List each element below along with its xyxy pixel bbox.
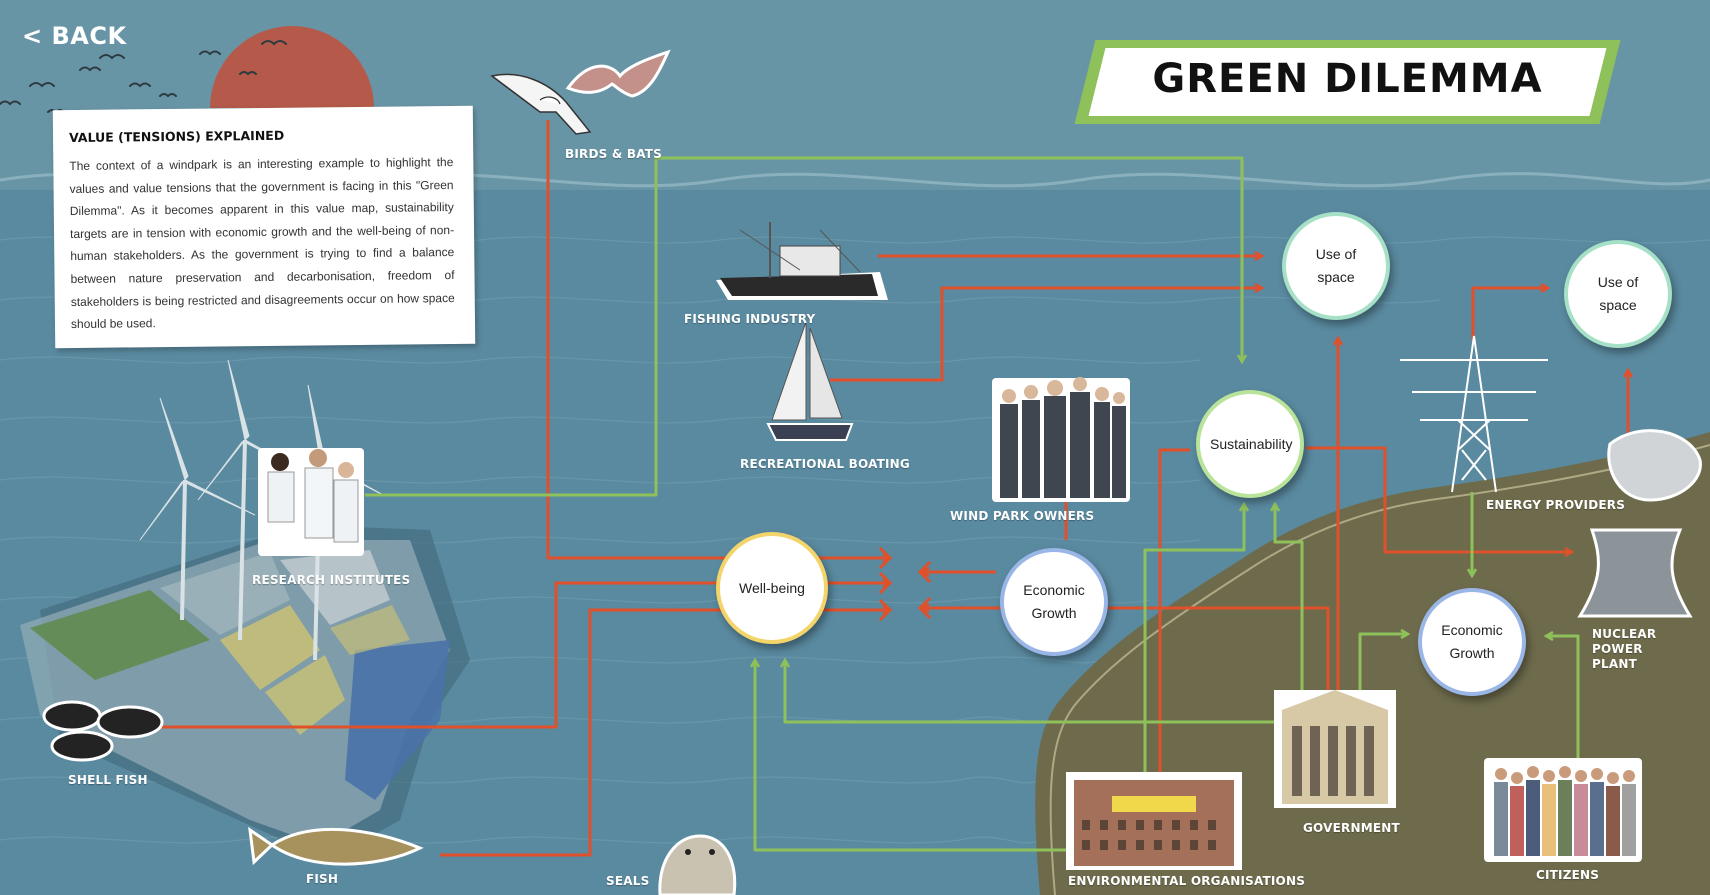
info-heading: VALUE (TENSIONS) EXPLAINED xyxy=(68,127,285,146)
label-research-institutes: RESEARCH INSTITUTES xyxy=(252,573,411,587)
gull-icon xyxy=(490,73,592,135)
label-fish: FISH xyxy=(306,872,339,886)
researchers-icon xyxy=(258,448,364,556)
label-environmental-organisations: ENVIRONMENTAL ORGANISATIONS xyxy=(1068,874,1306,888)
value-node-economic-growth-1[interactable]: Economic Growth xyxy=(1000,548,1108,656)
label-shell-fish: SHELL FISH xyxy=(68,773,148,787)
label-wind-park-owners: WIND PARK OWNERS xyxy=(950,509,1095,523)
seal-icon xyxy=(658,834,737,895)
label-energy-providers: ENERGY PROVIDERS xyxy=(1486,498,1626,512)
fish-icon xyxy=(248,826,424,866)
label-seals: SEALS xyxy=(606,874,650,888)
value-node-well-being[interactable]: Well-being xyxy=(716,532,828,644)
label-nuclear-power-plant: NUCLEAR POWER PLANT xyxy=(1592,627,1657,671)
label-birds-bats: BIRDS & BATS xyxy=(565,147,663,161)
label-government: GOVERNMENT xyxy=(1303,821,1400,835)
shellfish-icon xyxy=(42,700,164,762)
sailboat-icon xyxy=(766,321,854,441)
pylon-icon xyxy=(1400,335,1548,493)
value-node-economic-growth-2[interactable]: Economic Growth xyxy=(1418,588,1526,696)
value-node-use-of-space-1[interactable]: Use of space xyxy=(1282,212,1390,320)
bat-icon xyxy=(565,49,671,98)
citizens-icon xyxy=(1484,758,1642,862)
wind-park-owners-icon xyxy=(992,377,1130,502)
back-button[interactable]: < BACK xyxy=(22,22,127,50)
info-panel: VALUE (TENSIONS) EXPLAINED The context o… xyxy=(52,105,476,349)
info-text: The context of a windpark is an interest… xyxy=(69,155,455,332)
value-node-use-of-space-2[interactable]: Use of space xyxy=(1564,240,1672,348)
government-building-icon xyxy=(1274,690,1396,808)
cooling-tower-icon xyxy=(1577,429,1702,618)
label-recreational-boating: RECREATIONAL BOATING xyxy=(740,457,910,471)
label-fishing-industry: FISHING INDUSTRY xyxy=(684,312,816,326)
environmental-building-icon xyxy=(1066,772,1242,870)
label-citizens: CITIZENS xyxy=(1536,868,1600,882)
page-title: GREEN DILEMMA xyxy=(1152,56,1543,102)
title-banner: GREEN DILEMMA xyxy=(1074,40,1621,124)
value-node-sustainability[interactable]: Sustainability xyxy=(1196,390,1304,498)
fishing-boat-icon xyxy=(716,222,888,300)
